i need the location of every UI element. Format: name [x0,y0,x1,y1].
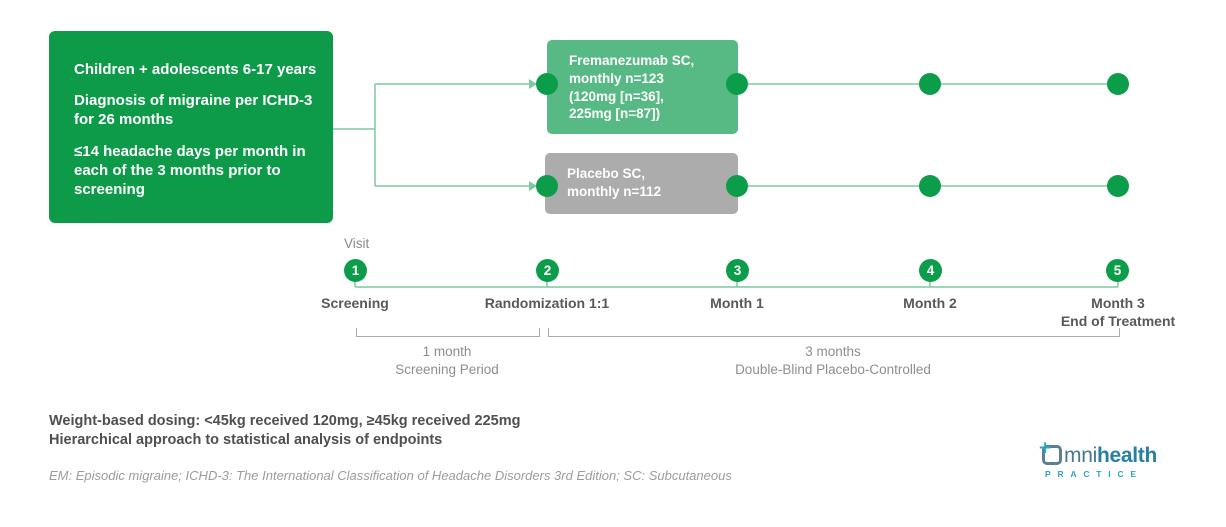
visit-number: 1 [351,263,360,278]
eligibility-criterion: Children + adolescents 6-17 years [74,61,317,78]
treatment-visit-dot [919,73,941,95]
logo-practice-label: PRACTICE [1045,469,1143,479]
treatment-period-bracket [548,328,1120,337]
period-name: Double-Blind Placebo-Controlled [735,362,931,378]
arm-box-fremanezumab: Fremanezumab SC, monthly n=123 (120mg [n… [547,40,738,134]
arm-label-line: 225mg [n=87]) [569,106,661,122]
visit-axis-label: Visit [344,236,370,251]
arm-label-line: (120mg [n=36], [569,88,664,104]
footer-notes: Weight-based dosing: <45kg received 120m… [49,412,520,450]
period-duration: 1 month [422,344,472,359]
screening-period-label: 1 month Screening Period [356,343,538,379]
visit-circle: 4 [919,259,942,282]
treatment-visit-dot [1107,73,1129,95]
arm-label-line: monthly n=112 [567,183,662,199]
visit-label: Screening [321,295,389,311]
treatment-visit-dot [1107,175,1129,197]
visit-circle: 5 [1106,259,1129,282]
eligibility-criterion: Diagnosis of migraine per ICHD-3 for 26 … [74,92,313,129]
treatment-visit-dot [726,175,748,197]
abbreviations-footnote: EM: Episodic migraine; ICHD-3: The Inter… [49,468,732,483]
visit-label: Month 1 [710,295,764,311]
treatment-visit-dot [536,73,558,95]
dosing-note: Weight-based dosing: <45kg received 120m… [49,413,521,429]
treatment-visit-dot [726,73,748,95]
logo-text-prefix: mni [1064,444,1097,467]
visit-number: 4 [926,263,935,278]
visit-circle: 2 [536,259,559,282]
omnihealth-mark-icon: + [1038,438,1062,465]
screening-period-bracket [356,328,540,337]
logo-text-bold: health [1096,444,1157,467]
arm-label-line: Placebo SC, [567,166,646,181]
arrowhead-icon [529,181,537,191]
visit-label: Month 3 End of Treatment [1028,295,1208,330]
analysis-note: Hierarchical approach to statistical ana… [49,432,443,449]
visit-number: 2 [543,263,552,278]
period-name: Screening Period [395,362,499,378]
arm-box-placebo: Placebo SC, monthly n=112 [545,153,738,214]
eligibility-box: Children + adolescents 6-17 years Diagno… [49,31,333,223]
plus-icon: + [1038,438,1053,458]
visit-number: 3 [733,263,742,278]
visit-circle: 3 [726,259,749,282]
eligibility-criterion: ≤14 headache days per month in each of t… [74,142,306,198]
visit-label: Randomization 1:1 [484,295,610,311]
treatment-period-label: 3 months Double-Blind Placebo-Controlled [548,343,1118,379]
arm-label-line: Fremanezumab SC, [569,53,695,68]
treatment-visit-dot [536,175,558,197]
visit-sublabel: End of Treatment [1060,312,1176,329]
period-duration: 3 months [805,344,861,359]
visit-label: Month 2 [903,295,957,311]
visit-circle: 1 [344,259,367,282]
visit-number: 5 [1113,263,1122,278]
arm-label-line: monthly n=123 [569,70,664,86]
treatment-visit-dot [919,175,941,197]
arrowhead-icon [529,79,537,89]
